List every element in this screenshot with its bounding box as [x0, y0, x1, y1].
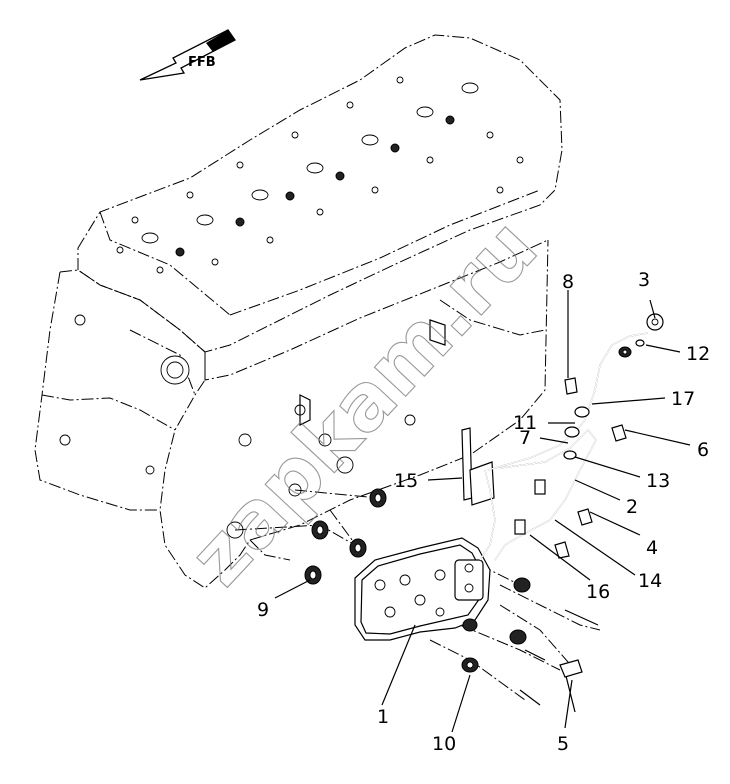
mounting-lines: [234, 489, 601, 701]
callout-2: 2: [626, 496, 638, 518]
callout-14: 14: [638, 570, 662, 592]
callout-7: 7: [519, 427, 531, 449]
ffb-label: FFB: [188, 55, 216, 70]
bracket: [461, 427, 495, 506]
tube-assembly: [479, 332, 649, 561]
callout-8: 8: [562, 271, 574, 293]
engine-block: [34, 239, 549, 589]
callout-10: 10: [432, 733, 456, 755]
callout-4: 4: [646, 537, 658, 559]
callouts: 1 2 3 4 5 6 7 8 9 10 11 12 13 14 15 16 1…: [257, 269, 710, 755]
cylinder-head: [77, 34, 563, 381]
head-detail: [116, 76, 524, 274]
callout-12: 12: [686, 343, 710, 365]
callout-17: 17: [671, 388, 695, 410]
front-direction-arrow: FFB: [139, 29, 236, 81]
callout-11: 11: [513, 412, 537, 434]
fittings: [461, 313, 664, 713]
callout-3: 3: [638, 269, 650, 291]
callout-13: 13: [646, 470, 670, 492]
callout-15: 15: [394, 470, 418, 492]
spacers: [304, 488, 387, 585]
callout-6: 6: [697, 439, 709, 461]
cover-plate: [354, 537, 491, 641]
block-detail: [59, 314, 446, 539]
callout-5: 5: [557, 733, 569, 755]
callout-9: 9: [257, 599, 269, 621]
callout-16: 16: [586, 581, 610, 603]
leader-lines: [274, 290, 691, 733]
callout-1: 1: [377, 706, 389, 728]
